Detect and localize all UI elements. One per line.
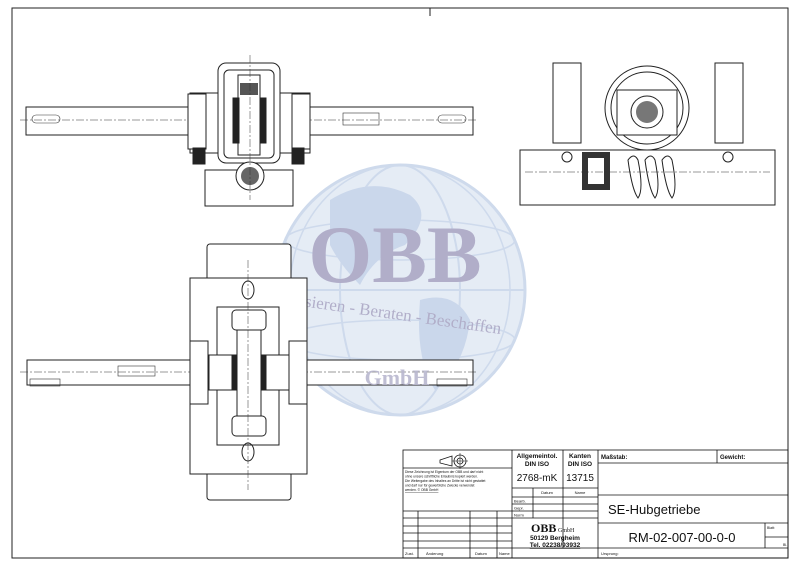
date-header: Datum bbox=[541, 490, 553, 495]
disclaimer-line: und darf nur für gewerbliche Zwecke verw… bbox=[405, 484, 475, 488]
row-label-bearb: Bearb. bbox=[514, 499, 526, 504]
projection-symbol-icon bbox=[439, 453, 468, 469]
disclaimer-line: Diese Zeichnung ist Eigentum der OBB und… bbox=[405, 470, 483, 474]
general-tolerance-std: DIN ISO bbox=[525, 461, 549, 468]
company-address: 50129 Bergheim bbox=[530, 535, 580, 542]
name-header: Name bbox=[575, 490, 586, 495]
sheet-label: Blatt: bbox=[767, 526, 775, 530]
side-view bbox=[519, 62, 776, 206]
disclaimer-line: ohne unsere schriftliche Erlaubnis kopie… bbox=[405, 475, 478, 479]
sheet-border bbox=[11, 7, 789, 559]
drawing-number: RM-02-007-00-0-0 bbox=[629, 530, 736, 545]
edges-std: DIN ISO bbox=[568, 461, 592, 468]
general-tolerance-value: 2768-mK bbox=[517, 473, 558, 484]
title-block: Diese Zeichnung ist Eigentum der OBB und… bbox=[402, 449, 789, 559]
general-tolerance-label: Allgemeintol. bbox=[517, 453, 558, 460]
edges-value: 13715 bbox=[566, 473, 594, 484]
watermark-suffix: GmbH bbox=[365, 365, 430, 390]
row-label-gepr: Gepr. bbox=[514, 506, 524, 511]
disclaimer-line: werden. © OBB GmbH bbox=[405, 488, 439, 492]
revision-header-change: Änderung bbox=[426, 551, 443, 556]
front-view bbox=[20, 55, 478, 207]
edges-label: Kanten bbox=[569, 453, 591, 460]
row-label-norm: Norm bbox=[514, 513, 524, 518]
watermark-logo: OBB bbox=[308, 209, 481, 300]
company-logo: OBB bbox=[531, 521, 556, 535]
company-suffix: GmbH bbox=[558, 528, 575, 534]
scale-label: Maßstab: bbox=[601, 455, 627, 461]
company-phone: Tel. 02238/93932 bbox=[530, 542, 581, 549]
disclaimer-line: Die Weitergabe des Inhaltes an Dritte is… bbox=[405, 479, 485, 483]
top-view bbox=[20, 243, 478, 501]
revision-header-state: Zust. bbox=[405, 551, 414, 556]
revision-header-name: Name bbox=[499, 551, 510, 556]
sheet-of-label: Bl. bbox=[783, 543, 787, 547]
globe-icon bbox=[273, 163, 527, 417]
weight-label: Gewicht: bbox=[720, 455, 745, 461]
origin-label: Ursprung: bbox=[601, 551, 619, 556]
revision-header-date: Datum bbox=[475, 551, 487, 556]
drawing-title: SE-Hubgetriebe bbox=[608, 502, 701, 517]
